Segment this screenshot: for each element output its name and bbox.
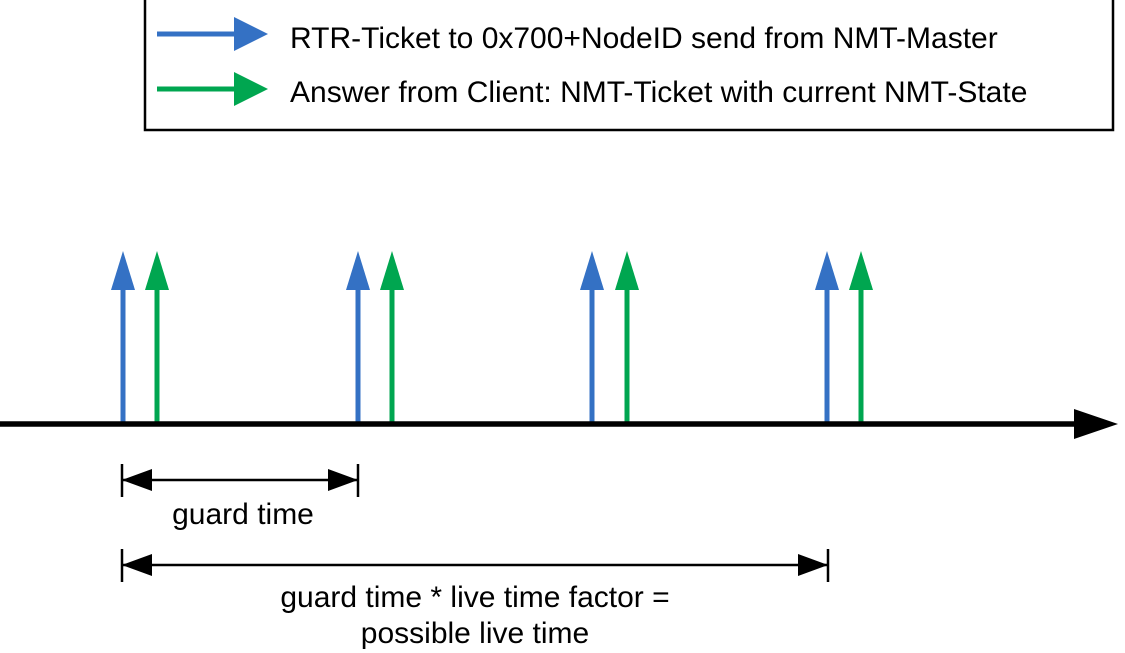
live-time-arrowhead-right-icon (798, 554, 828, 576)
rtr-ticket-arrow-4 (815, 251, 839, 424)
nmt-answer-arrow-3 (615, 251, 639, 424)
legend-item-label-master: RTR-Ticket to 0x700+NodeID send from NMT… (290, 22, 998, 55)
legend-item-client: Answer from Client: NMT-Ticket with curr… (157, 72, 1027, 109)
event-arrows (111, 251, 873, 424)
nmt-answer-arrow-4-head-icon (849, 251, 873, 290)
rtr-ticket-arrow-2-head-icon (346, 251, 370, 290)
rtr-ticket-arrow-4-head-icon (815, 251, 839, 290)
right-arrow-icon-head (234, 72, 268, 106)
live-time-arrowhead-left-icon (122, 554, 152, 576)
legend: RTR-Ticket to 0x700+NodeID send from NMT… (143, 0, 1115, 132)
guard-time-arrowhead-left-icon (122, 469, 152, 491)
live-time-label-line-1: guard time * live time factor = (280, 581, 669, 614)
nmt-answer-arrow-4 (849, 251, 873, 424)
rtr-ticket-arrow-3 (580, 251, 604, 424)
live-time-measure: guard time * live time factor = possible… (120, 549, 830, 650)
rtr-ticket-arrow-1-head-icon (111, 251, 135, 290)
legend-item-master: RTR-Ticket to 0x700+NodeID send from NMT… (157, 17, 998, 55)
rtr-ticket-arrow-1 (111, 251, 135, 424)
legend-border (143, 0, 1115, 132)
time-axis (0, 409, 1118, 439)
live-time-label-line-2: possible live time (361, 617, 589, 650)
rtr-ticket-arrow-3-head-icon (580, 251, 604, 290)
rtr-ticket-arrow-2 (346, 251, 370, 424)
legend-item-label-client: Answer from Client: NMT-Ticket with curr… (290, 76, 1027, 109)
nmt-answer-arrow-2 (380, 251, 404, 424)
time-axis-arrowhead-icon (1074, 409, 1118, 439)
guard-time-measure: guard time (120, 464, 360, 531)
nmt-answer-arrow-1-head-icon (145, 251, 169, 290)
guard-time-label: guard time (172, 498, 314, 531)
right-arrow-icon-head (234, 17, 268, 51)
nmt-answer-arrow-3-head-icon (615, 251, 639, 290)
guard-time-arrowhead-right-icon (328, 469, 358, 491)
nmt-answer-arrow-2-head-icon (380, 251, 404, 290)
nmt-answer-arrow-1 (145, 251, 169, 424)
